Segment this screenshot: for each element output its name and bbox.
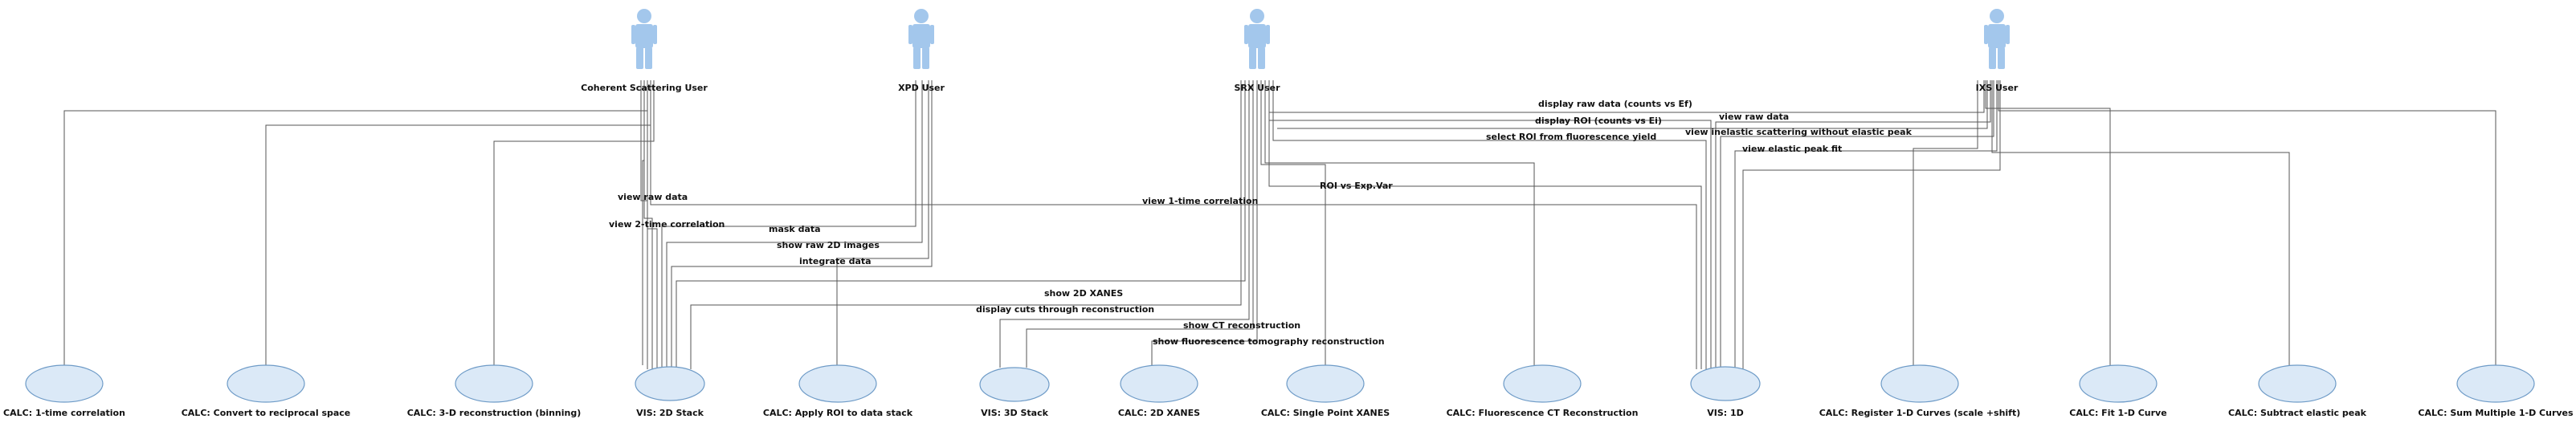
use-case-label: CALC: Fit 1-D Curve: [2069, 408, 2166, 418]
edge-label: view inelastic scattering without elasti…: [1685, 127, 1913, 137]
use-case-ellipse[interactable]: [1286, 364, 1365, 403]
actor-icon: [1984, 9, 2010, 69]
edge-label: show CT reconstruction: [1183, 320, 1300, 331]
edge-label: integrate data: [799, 256, 872, 266]
edge-label: select ROI from fluorescence yield: [1486, 132, 1656, 142]
use-case-ellipse[interactable]: [227, 364, 305, 403]
use-case-calc-sum[interactable]: CALC: Sum Multiple 1-D Curves: [2418, 364, 2574, 418]
edge-label: view 2-time correlation: [609, 219, 725, 230]
use-case-vis-1d[interactable]: VIS: 1D: [1690, 366, 1761, 418]
actor-label: XPD User: [898, 83, 945, 93]
use-case-label: CALC: Subtract elastic peak: [2228, 408, 2367, 418]
edge-label: view raw data: [1719, 112, 1789, 122]
edge-label: ROI vs Exp.Var: [1320, 181, 1393, 191]
use-case-calc-fit[interactable]: CALC: Fit 1-D Curve: [2069, 364, 2167, 418]
use-case-ellipse[interactable]: [2079, 364, 2158, 403]
use-case-label: CALC: Sum Multiple 1-D Curves: [2418, 408, 2574, 418]
use-case-calc-3d[interactable]: CALC: 3-D reconstruction (binning): [407, 364, 582, 418]
use-case-ellipse[interactable]: [635, 366, 705, 401]
actor-label: IXS User: [1976, 83, 2019, 93]
use-case-label: CALC: 2D XANES: [1118, 408, 1200, 418]
use-case-calc-spxanes[interactable]: CALC: Single Point XANES: [1261, 364, 1390, 418]
edge-label: display cuts through reconstruction: [976, 304, 1154, 315]
edge-label: show fluorescence tomography reconstruct…: [1153, 336, 1385, 347]
actor-coherent: Coherent Scattering User: [581, 9, 708, 93]
edge-label: show raw 2D images: [777, 240, 880, 250]
actor-xpd: XPD User: [898, 9, 945, 93]
edge-label: display raw data (counts vs Ef): [1538, 99, 1692, 109]
use-case-ellipse[interactable]: [1503, 364, 1582, 403]
use-case-label: CALC: Register 1-D Curves (scale +shift): [1819, 408, 2021, 418]
use-case-label: VIS: 1D: [1707, 408, 1744, 418]
use-case-label: CALC: Fluorescence CT Reconstruction: [1447, 408, 1639, 418]
connectors: [63, 80, 2496, 369]
use-case-ellipse[interactable]: [2456, 364, 2535, 403]
use-case-calc-2dxanes[interactable]: CALC: 2D XANES: [1118, 364, 1200, 418]
use-case-ellipse[interactable]: [455, 364, 533, 403]
edge-label: display ROI (counts vs Ei): [1535, 116, 1662, 126]
use-case-ellipse[interactable]: [1690, 366, 1761, 401]
use-case-ellipse[interactable]: [979, 367, 1050, 402]
use-case-ellipse[interactable]: [798, 364, 877, 403]
use-case-label: CALC: Apply ROI to data stack: [763, 408, 913, 418]
use-case-ellipse[interactable]: [1880, 364, 1959, 403]
use-case-label: CALC: 3-D reconstruction (binning): [407, 408, 582, 418]
use-case-calc-roi[interactable]: CALC: Apply ROI to data stack: [763, 364, 913, 418]
actor-icon: [631, 9, 657, 69]
use-case-label: CALC: 1-time correlation: [3, 408, 125, 418]
use-case-ellipse[interactable]: [2258, 364, 2337, 403]
use-case-label: VIS: 2D Stack: [636, 408, 704, 418]
actor-srx: SRX User: [1234, 9, 1280, 93]
edge-label: show 2D XANES: [1044, 288, 1123, 299]
edge-labels: display raw data (counts vs Ef) display …: [609, 99, 1913, 347]
use-case-ellipse[interactable]: [25, 364, 104, 403]
use-case-calc-subtract[interactable]: CALC: Subtract elastic peak: [2228, 364, 2367, 418]
use-case-vis-3dstack[interactable]: VIS: 3D Stack: [979, 367, 1050, 418]
use-case-label: VIS: 3D Stack: [981, 408, 1048, 418]
edge-label: view raw data: [618, 192, 688, 202]
use-case-calc-register[interactable]: CALC: Register 1-D Curves (scale +shift): [1819, 364, 2021, 418]
use-case-ellipse[interactable]: [1120, 364, 1198, 403]
actor-ixs: IXS User: [1976, 9, 2019, 93]
actor-icon: [908, 9, 934, 69]
use-case-calc-reciprocal[interactable]: CALC: Convert to reciprocal space: [182, 364, 351, 418]
use-case-label: CALC: Convert to reciprocal space: [182, 408, 351, 418]
actor-label: SRX User: [1234, 83, 1280, 93]
use-case-vis-2dstack[interactable]: VIS: 2D Stack: [635, 366, 705, 418]
use-case-label: CALC: Single Point XANES: [1261, 408, 1390, 418]
edge-label: view elastic peak fit: [1742, 144, 1842, 154]
actor-icon: [1244, 9, 1270, 69]
edge-label: view 1-time correlation: [1142, 196, 1258, 206]
actor-label: Coherent Scattering User: [581, 83, 708, 93]
use-case-calc-fluor[interactable]: CALC: Fluorescence CT Reconstruction: [1447, 364, 1639, 418]
use-case-calc-1time[interactable]: CALC: 1-time correlation: [3, 364, 125, 418]
edge-label: mask data: [769, 224, 821, 234]
